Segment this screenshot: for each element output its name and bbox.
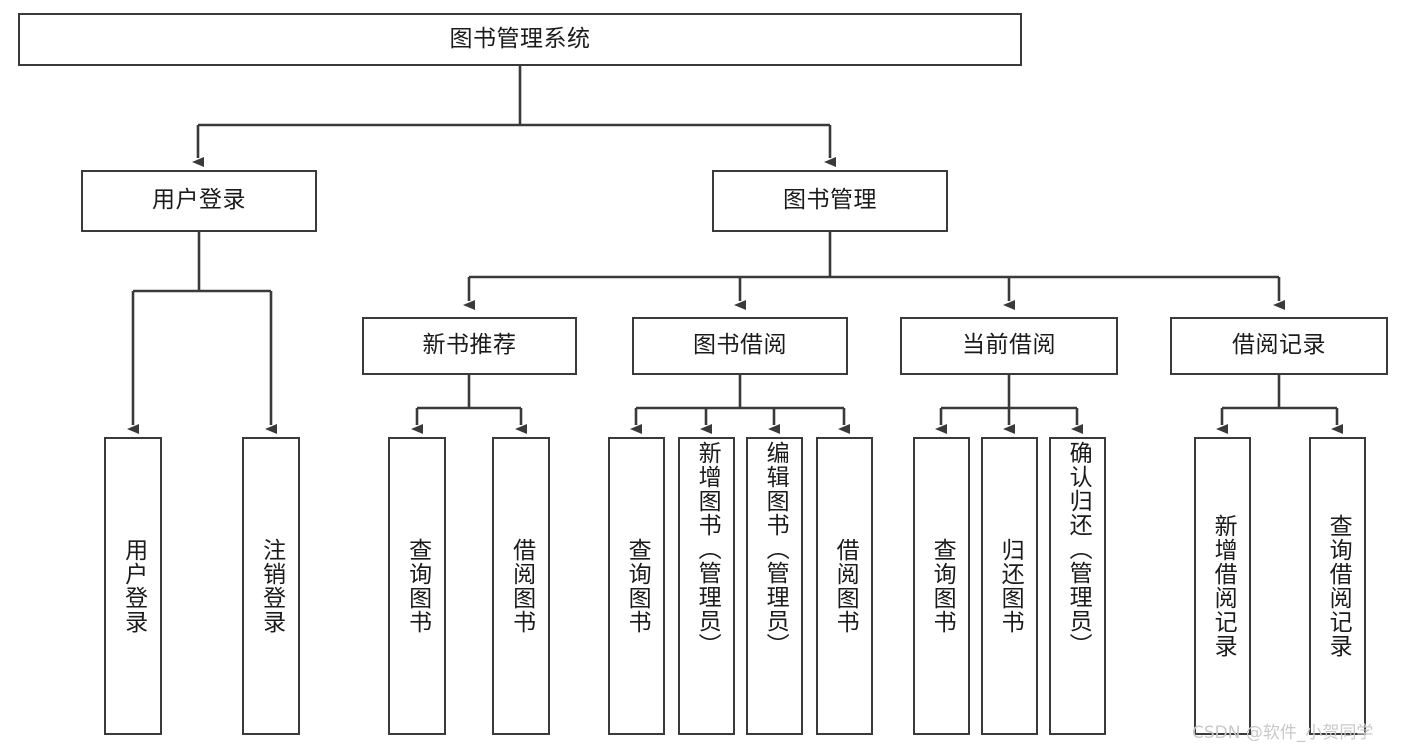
leaf-query-book-2-label: 查询图书 xyxy=(624,538,651,634)
node-current-borrow-label: 当前借阅 xyxy=(962,332,1056,359)
leaf-query-book-3-label: 查询图书 xyxy=(929,538,956,634)
leaf-edit-book[interactable]: 编辑图书（管理员） xyxy=(746,437,803,735)
leaf-add-record-label: 新增借阅记录 xyxy=(1210,514,1237,658)
node-borrow-record[interactable]: 借阅记录 xyxy=(1170,317,1388,375)
leaf-user-login[interactable]: 用户登录 xyxy=(104,437,162,735)
leaf-user-logout-label: 注销登录 xyxy=(258,538,285,634)
leaf-borrow-book-2-label: 借阅图书 xyxy=(832,538,859,634)
node-book-manage[interactable]: 图书管理 xyxy=(712,170,948,232)
leaf-return-book-label: 归还图书 xyxy=(997,538,1024,634)
leaf-query-record-label: 查询借阅记录 xyxy=(1325,514,1352,658)
leaf-edit-book-label: 编辑图书（管理员） xyxy=(762,441,789,657)
leaf-borrow-book-2[interactable]: 借阅图书 xyxy=(816,437,873,735)
leaf-add-record[interactable]: 新增借阅记录 xyxy=(1194,437,1251,735)
leaf-query-record[interactable]: 查询借阅记录 xyxy=(1309,437,1366,735)
node-borrow-record-label: 借阅记录 xyxy=(1232,332,1326,359)
leaf-borrow-book-1[interactable]: 借阅图书 xyxy=(492,437,550,735)
leaf-user-logout[interactable]: 注销登录 xyxy=(242,437,300,735)
node-root[interactable]: 图书管理系统 xyxy=(18,13,1022,66)
csdn-watermark: CSDN @软件_小贺同学 xyxy=(1192,723,1374,743)
node-new-book-rec[interactable]: 新书推荐 xyxy=(362,317,577,375)
leaf-query-book-1[interactable]: 查询图书 xyxy=(388,437,446,735)
node-current-borrow[interactable]: 当前借阅 xyxy=(900,317,1118,375)
leaf-query-book-1-label: 查询图书 xyxy=(404,538,431,634)
leaf-user-login-label: 用户登录 xyxy=(120,538,147,634)
node-book-manage-label: 图书管理 xyxy=(783,187,877,214)
node-user-login-label: 用户登录 xyxy=(152,187,246,214)
leaf-borrow-book-1-label: 借阅图书 xyxy=(508,538,535,634)
leaf-query-book-2[interactable]: 查询图书 xyxy=(608,437,665,735)
node-new-book-rec-label: 新书推荐 xyxy=(422,332,517,359)
leaf-query-book-3[interactable]: 查询图书 xyxy=(913,437,970,735)
leaf-add-book-label: 新增图书（管理员） xyxy=(694,441,721,657)
leaf-return-book[interactable]: 归还图书 xyxy=(981,437,1038,735)
node-book-borrow[interactable]: 图书借阅 xyxy=(632,317,848,375)
leaf-add-book[interactable]: 新增图书（管理员） xyxy=(678,437,735,735)
leaf-confirm-return[interactable]: 确认归还（管理员） xyxy=(1049,437,1106,735)
leaf-confirm-return-label: 确认归还（管理员） xyxy=(1065,441,1092,657)
node-book-borrow-label: 图书借阅 xyxy=(693,332,787,359)
node-root-label: 图书管理系统 xyxy=(449,25,591,52)
node-user-login[interactable]: 用户登录 xyxy=(81,170,317,232)
